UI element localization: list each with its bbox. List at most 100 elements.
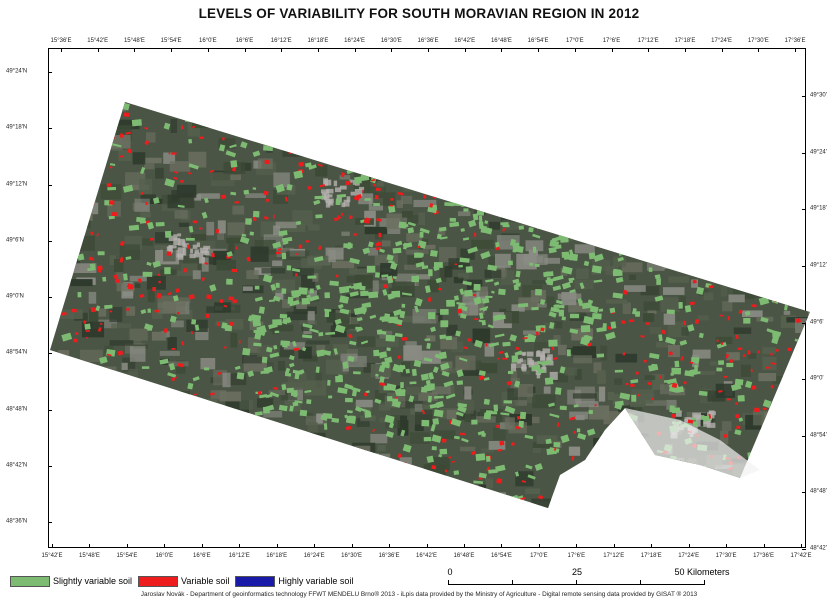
- terrain-patch: [576, 268, 589, 279]
- slightly-variable-parcel: [445, 335, 452, 341]
- slightly-variable-parcel: [480, 250, 491, 260]
- terrain-patch: [162, 440, 179, 457]
- slightly-variable-parcel: [173, 471, 182, 478]
- variable-parcel: [688, 109, 692, 114]
- terrain-patch: [484, 342, 495, 357]
- slightly-variable-parcel: [231, 102, 242, 110]
- terrain-patch: [176, 309, 193, 319]
- variable-parcel: [765, 366, 771, 369]
- graticule-tick: [688, 544, 690, 548]
- terrain-patch: [128, 408, 144, 414]
- slightly-variable-parcel: [139, 418, 145, 424]
- cloud-area: [625, 408, 760, 478]
- variable-parcel: [506, 380, 512, 386]
- terrain-patch: [785, 160, 810, 174]
- slightly-variable-parcel: [619, 392, 631, 401]
- slightly-variable-parcel: [242, 347, 251, 356]
- slightly-variable-parcel: [256, 512, 262, 515]
- variable-parcel: [348, 333, 353, 339]
- terrain-patch: [726, 146, 739, 156]
- slightly-variable-parcel: [528, 227, 534, 233]
- variable-parcel: [715, 119, 721, 125]
- scale-bar: 0 25 50 Kilometers: [447, 567, 730, 589]
- terrain-patch: [572, 346, 596, 358]
- terrain-patch: [453, 276, 464, 284]
- variable-parcel: [345, 180, 351, 186]
- slightly-variable-parcel: [259, 394, 268, 399]
- terrain-patch: [612, 171, 635, 179]
- variable-parcel: [352, 454, 356, 460]
- variable-parcel: [751, 212, 756, 217]
- slightly-variable-parcel: [655, 104, 664, 111]
- slightly-variable-parcel: [420, 373, 429, 381]
- terrain-patch: [53, 383, 62, 396]
- variable-parcel: [266, 198, 269, 202]
- terrain-patch: [748, 353, 757, 359]
- slightly-variable-parcel: [459, 288, 465, 295]
- variable-parcel: [816, 468, 820, 472]
- terrain-patch: [228, 115, 237, 123]
- slightly-variable-parcel: [427, 206, 437, 214]
- terrain-patch: [770, 227, 790, 242]
- variable-parcel: [661, 506, 665, 508]
- slightly-variable-parcel: [129, 474, 138, 482]
- slightly-variable-parcel: [511, 355, 519, 363]
- slightly-variable-parcel: [332, 485, 340, 490]
- legend-swatch-slight: [10, 575, 50, 587]
- urban-patch: [692, 412, 701, 420]
- terrain-patch: [306, 340, 330, 345]
- slightly-variable-parcel: [622, 499, 634, 507]
- slightly-variable-parcel: [481, 297, 490, 304]
- variable-parcel: [373, 487, 376, 490]
- slightly-variable-parcel: [293, 170, 304, 179]
- variable-parcel: [762, 407, 767, 411]
- graticule-tick: [426, 544, 428, 548]
- slightly-variable-parcel: [258, 306, 265, 314]
- variable-parcel: [231, 166, 237, 172]
- variable-parcel: [708, 222, 713, 226]
- slightly-variable-parcel: [750, 216, 755, 224]
- slightly-variable-parcel: [335, 198, 341, 206]
- terrain-patch: [221, 102, 229, 105]
- terrain-patch: [515, 400, 527, 406]
- terrain-patch: [661, 297, 681, 312]
- slightly-variable-parcel: [594, 494, 603, 502]
- variable-parcel: [181, 341, 185, 346]
- variable-parcel: [791, 268, 796, 272]
- scale-label-50: 50 Kilometers: [674, 567, 730, 577]
- terrain-patch: [246, 270, 259, 279]
- terrain-patch: [658, 480, 672, 491]
- variable-parcel: [114, 278, 121, 284]
- slightly-variable-parcel: [321, 349, 332, 356]
- terrain-patch: [400, 102, 423, 107]
- slightly-variable-parcel: [718, 360, 725, 365]
- variable-parcel: [157, 421, 161, 427]
- variable-parcel: [215, 228, 220, 234]
- terrain-patch: [93, 319, 117, 329]
- slightly-variable-parcel: [97, 251, 105, 256]
- variable-parcel: [818, 482, 823, 487]
- graticule-tick: [802, 492, 806, 494]
- slightly-variable-parcel: [486, 138, 496, 145]
- terrain-patch: [284, 399, 301, 412]
- terrain-patch: [796, 448, 810, 464]
- slightly-variable-parcel: [459, 151, 468, 158]
- terrain-patch: [308, 290, 317, 299]
- slightly-variable-parcel: [612, 462, 621, 467]
- terrain-patch: [592, 472, 615, 483]
- slightly-variable-parcel: [766, 505, 773, 508]
- slightly-variable-parcel: [747, 451, 758, 460]
- variable-parcel: [69, 401, 74, 406]
- variable-parcel: [166, 479, 172, 484]
- variable-parcel: [339, 454, 343, 458]
- slightly-variable-parcel: [485, 201, 495, 207]
- slightly-variable-parcel: [487, 411, 498, 415]
- slightly-variable-parcel: [435, 277, 442, 284]
- terrain-patch: [658, 497, 667, 508]
- terrain-patch: [474, 95, 484, 99]
- slightly-variable-parcel: [401, 303, 406, 308]
- slightly-variable-parcel: [478, 319, 485, 323]
- terrain-patch: [494, 147, 506, 156]
- graticule-tick: [317, 48, 319, 52]
- slightly-variable-parcel: [164, 267, 171, 275]
